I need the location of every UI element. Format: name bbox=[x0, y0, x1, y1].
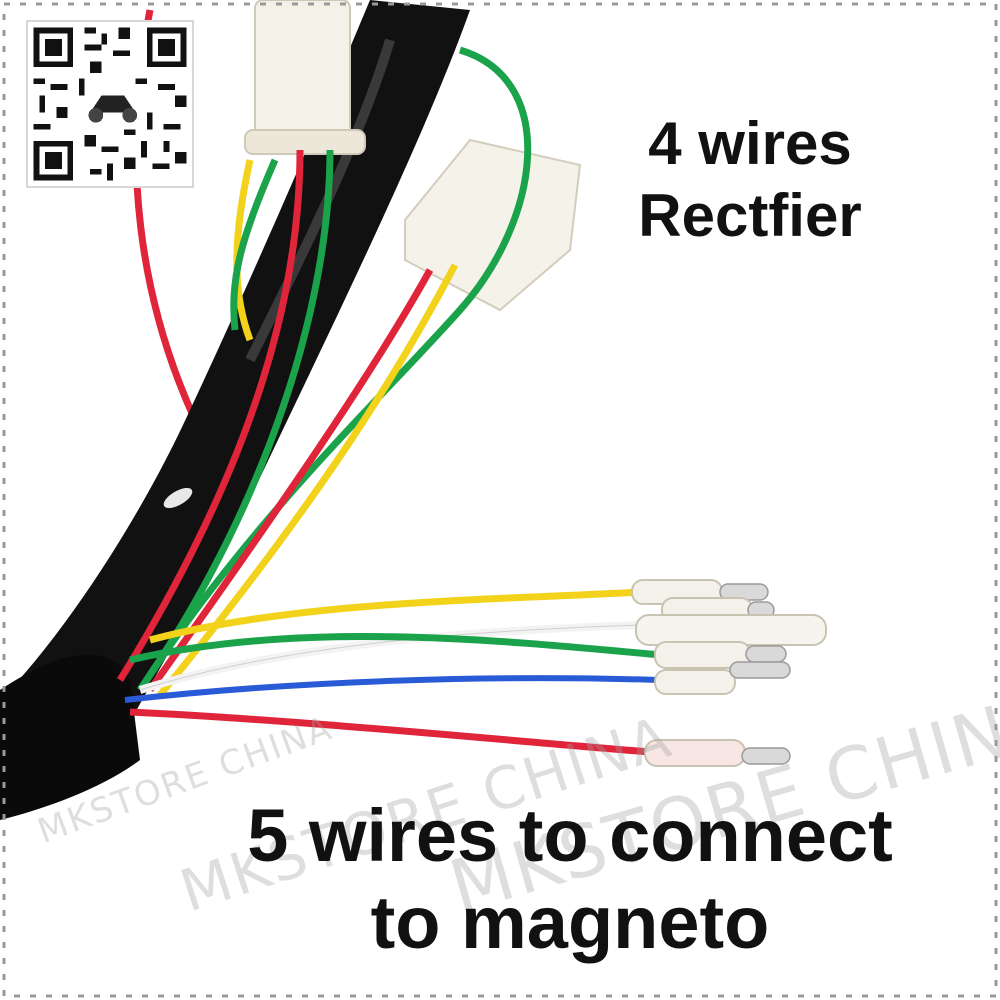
qr-code-icon bbox=[26, 20, 194, 188]
blue-bundle-wire bbox=[124, 675, 661, 703]
magneto-label-line2: to magneto bbox=[370, 881, 770, 965]
top-white-connector bbox=[254, 0, 351, 151]
rectifier-label: 4 wires Rectfier bbox=[570, 108, 930, 252]
green-bundle-wire bbox=[129, 633, 661, 664]
magneto-label: 5 wires to connect to magneto bbox=[150, 792, 990, 967]
rectifier-connector bbox=[404, 138, 582, 312]
rectifier-label-line2: Rectfier bbox=[638, 182, 862, 249]
rectifier-label-line1: 4 wires bbox=[648, 110, 852, 177]
top-connector-collar bbox=[244, 129, 366, 155]
magneto-label-line1: 5 wires to connect bbox=[247, 794, 893, 877]
